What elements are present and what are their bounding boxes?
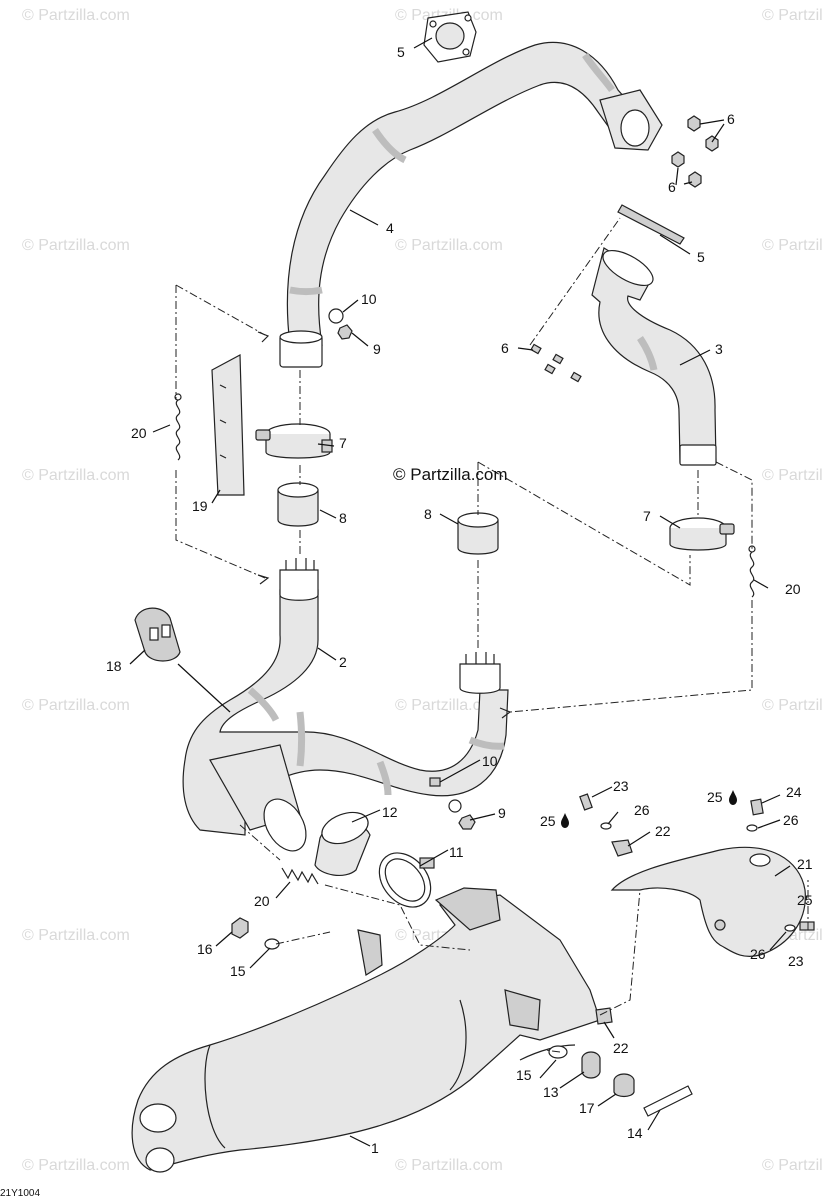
callout-17: 17: [579, 1100, 595, 1116]
nuts-6-mid: [530, 343, 582, 383]
washer-nut-lower: [429, 777, 476, 830]
callout-15: 15: [230, 963, 246, 979]
watermark: © Partzilla.com: [395, 237, 503, 254]
callout-25: 25: [540, 813, 556, 829]
callout-20: 20: [785, 581, 801, 597]
callout-3: 3: [715, 341, 723, 357]
callout-8: 8: [424, 506, 432, 522]
watermark: © Partzilla.com: [22, 7, 130, 24]
washer-nut-upper: [328, 308, 353, 340]
callout-12: 12: [382, 804, 398, 820]
watermark: © Partzilla.com: [762, 697, 823, 714]
y-pipe-2: [182, 558, 509, 852]
callout-25: 25: [707, 789, 723, 805]
oil-drop-icon: [561, 813, 569, 828]
watermark: © Partzilla.com: [762, 237, 823, 254]
callout-9: 9: [373, 341, 381, 357]
watermark: © Partzilla.com: [22, 697, 130, 714]
callout-5: 5: [397, 44, 405, 60]
callout-22: 22: [613, 1040, 629, 1056]
callout-25: 25: [797, 892, 813, 908]
watermark: © Partzilla.com: [762, 7, 823, 24]
callout-13: 13: [543, 1084, 559, 1100]
callout-20: 20: [131, 425, 147, 441]
copyright-label: © Partzilla.com: [393, 465, 508, 484]
watermark: © Partzilla.com: [22, 467, 130, 484]
callout-18: 18: [106, 658, 122, 674]
callout-2: 2: [339, 654, 347, 670]
callout-23: 23: [613, 778, 629, 794]
callout-10: 10: [482, 753, 498, 769]
callout-5: 5: [697, 249, 705, 265]
callout-26: 26: [634, 802, 650, 818]
callout-10: 10: [361, 291, 377, 307]
callout-6: 6: [668, 179, 676, 195]
callouts: 5 4 6 6 5 6 3 10 9 7 7 20 19 8 8 20 18 2…: [106, 44, 813, 1156]
hardware-lower: [231, 917, 693, 1117]
watermark: © Partzilla.com: [22, 237, 130, 254]
callout-24: 24: [786, 784, 802, 800]
pipe-3: [591, 247, 717, 466]
clamp-7-left: [255, 423, 333, 459]
nuts-6-top: [671, 115, 719, 188]
gasket-5-mid: [617, 204, 685, 245]
guide-lines: [175, 217, 809, 1053]
callout-11: 11: [449, 844, 464, 860]
callout-15: 15: [516, 1067, 532, 1083]
clamp-7-right: [669, 517, 735, 551]
callout-14: 14: [627, 1125, 643, 1141]
callout-22: 22: [655, 823, 671, 839]
watermark: © Partzilla.com: [762, 1157, 823, 1174]
callout-26: 26: [783, 812, 799, 828]
watermark: © Partzilla.com: [22, 927, 130, 944]
callout-4: 4: [386, 220, 394, 236]
hardware-upper-right: [579, 793, 815, 932]
rubber-mount-18: [134, 607, 181, 662]
callout-16: 16: [197, 941, 213, 957]
sleeve-8-left: [277, 482, 319, 527]
callout-20: 20: [254, 893, 270, 909]
watermark: © Partzilla.com: [762, 467, 823, 484]
spring-20-right: [748, 545, 756, 598]
callout-26: 26: [750, 946, 766, 962]
callout-7: 7: [339, 435, 347, 451]
heat-shield-19: [211, 354, 245, 496]
watermark: © Partzilla.com: [22, 1157, 130, 1174]
watermark: © Partzilla.com: [395, 697, 503, 714]
header-pipe-4: [279, 41, 663, 368]
callout-6: 6: [727, 111, 735, 127]
callout-1: 1: [371, 1140, 379, 1156]
spring-20-lower: [281, 867, 319, 885]
spring-20-left: [174, 393, 182, 461]
sleeve-8-mid: [457, 512, 499, 555]
callout-7: 7: [643, 508, 651, 524]
callout-19: 19: [192, 498, 208, 514]
muffler-1: [131, 887, 601, 1173]
diagram-code: 21Y1004: [0, 1188, 40, 1199]
sleeve-12: [314, 811, 371, 877]
clamp-11: [378, 852, 435, 908]
callout-21: 21: [797, 856, 813, 872]
callout-8: 8: [339, 510, 347, 526]
gasket-5-top: [423, 11, 477, 63]
callout-9: 9: [498, 805, 506, 821]
watermark: © Partzilla.com: [395, 1157, 503, 1174]
heat-shield-21: [610, 846, 806, 957]
callout-23: 23: [788, 953, 804, 969]
leader-lines: [129, 37, 791, 1147]
callout-6: 6: [501, 340, 509, 356]
oil-drop-icon: [729, 790, 737, 805]
